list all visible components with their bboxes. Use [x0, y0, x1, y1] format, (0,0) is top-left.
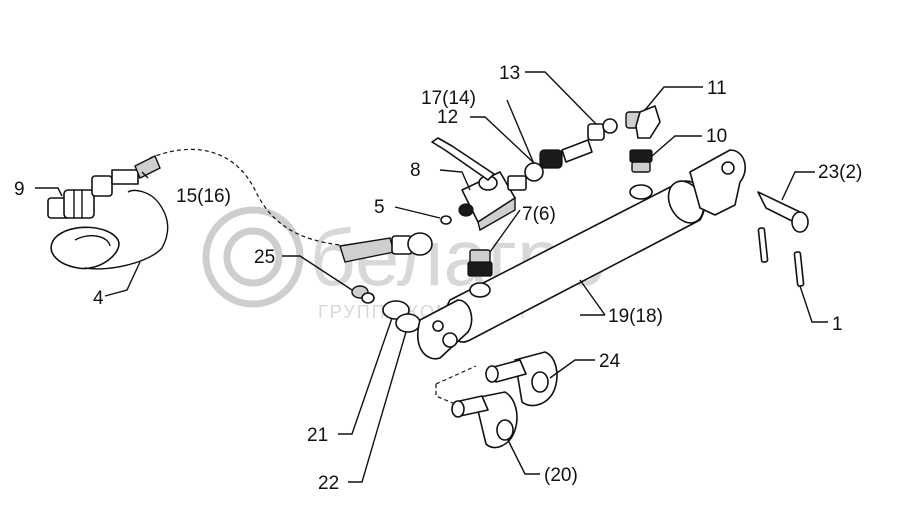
cotter-pin-1a: [757, 227, 769, 263]
callout-20: (20): [544, 465, 578, 486]
callout-23: 23(2): [818, 162, 862, 183]
alignment-line-1: [435, 365, 477, 385]
coupling-13: [587, 123, 605, 141]
callout-24: 24: [599, 351, 621, 372]
alignment-line-2: [435, 384, 456, 405]
leader-lines: [35, 71, 828, 483]
ball-valve-8: [431, 137, 527, 232]
callout-15: 15(16): [176, 186, 231, 207]
cotter-pin-1b: [793, 251, 805, 287]
bracket-20: [451, 391, 518, 449]
callout-17: 17(14): [421, 88, 476, 109]
callout-11: 11: [707, 78, 727, 99]
callout-8: 8: [410, 160, 421, 181]
callout-21: 21: [307, 425, 328, 446]
callout-25: 25: [254, 247, 275, 268]
hose-line: [149, 148, 341, 246]
callout-1: 1: [832, 314, 843, 335]
callout-13: 13: [499, 63, 520, 84]
hydraulic-cylinder-19: [417, 149, 746, 360]
callout-labels: 9 15(16) 4 5 7(6) 8 12 17(14) 13 11 10 2…: [14, 63, 862, 494]
washer-5: [440, 215, 452, 225]
watermark-inner-ring: [223, 227, 283, 287]
o-ring-22: [395, 313, 421, 333]
dust-cap-4: [50, 189, 169, 270]
callout-19: 19(18): [608, 306, 663, 327]
watermark-ring: [202, 206, 304, 308]
elbow-fitting-11: [625, 105, 661, 139]
adapter-10: [629, 149, 653, 173]
hose-fitting-15: [111, 155, 161, 185]
adapter-7: [467, 249, 493, 277]
callout-22: 22: [318, 473, 339, 494]
ring-13: [602, 118, 618, 134]
hose-fitting-middle: [339, 232, 433, 263]
bracket-24: [485, 351, 558, 407]
sleeve-13: [561, 139, 593, 163]
callout-7: 7(6): [522, 204, 556, 225]
pin-23: [757, 191, 809, 233]
fitting-25: [351, 285, 375, 304]
callout-5: 5: [374, 197, 385, 218]
callout-4: 4: [93, 288, 104, 309]
callout-9: 9: [14, 179, 25, 200]
quick-coupling-9: [47, 175, 113, 219]
callout-12: 12: [437, 107, 458, 128]
callout-10: 10: [706, 126, 727, 147]
nut-17: [539, 149, 563, 169]
